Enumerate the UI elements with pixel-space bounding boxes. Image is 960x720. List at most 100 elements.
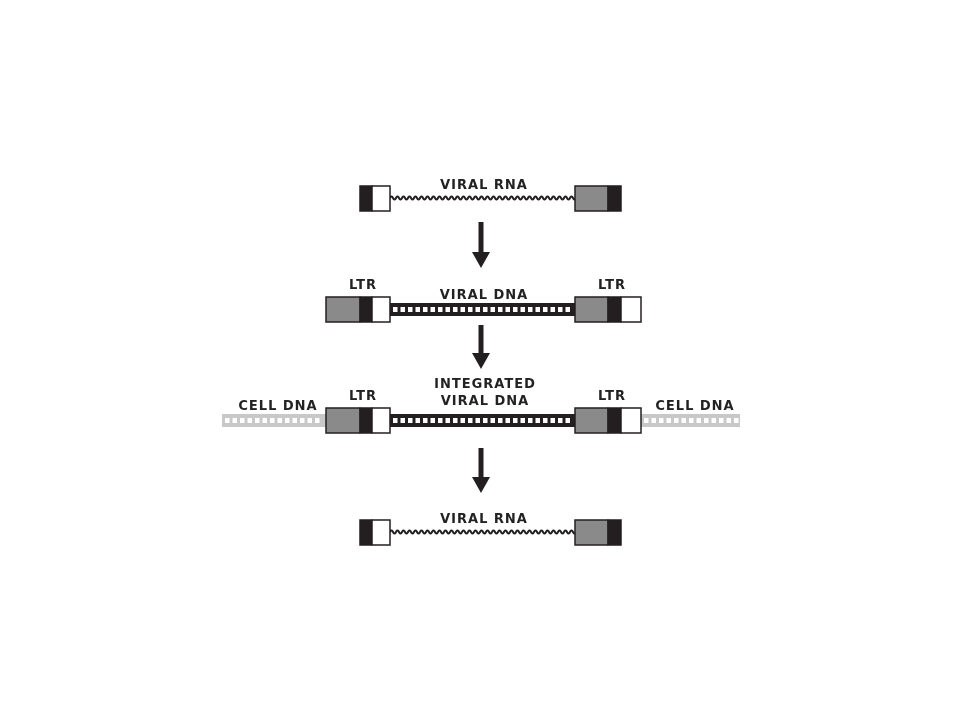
- viral-dna-strand-rung: [430, 418, 435, 423]
- cell-dna-right-strand-rung: [674, 418, 679, 423]
- integrated-label-line1: INTEGRATED: [434, 377, 536, 392]
- viral-dna-strand-rung: [520, 307, 525, 312]
- cell-dna-right-strand-rung: [659, 418, 664, 423]
- cell-dna-left-strand-rung: [247, 418, 252, 423]
- rna-left-u5-region: [371, 519, 391, 546]
- viral-dna-strand-rung: [528, 418, 533, 423]
- cell-dna-left-strand-rung: [225, 418, 230, 423]
- rna-right-u3-region: [574, 519, 609, 546]
- ltr-left-u3: [325, 407, 361, 434]
- ltr-right-u3: [574, 296, 609, 323]
- cell-dna-left-strand-rung: [270, 418, 275, 423]
- cell-dna-left-strand-rung: [307, 418, 312, 423]
- viral-dna-strand-rung: [460, 307, 465, 312]
- viral-dna-strand-rung: [490, 418, 495, 423]
- down-arrow-head: [472, 252, 490, 268]
- cell-dna-label-left: CELL DNA: [238, 399, 317, 414]
- viral-dna-strand-rung: [415, 418, 420, 423]
- ltr-left-u3: [325, 296, 361, 323]
- down-arrow-head: [472, 353, 490, 369]
- viral-dna-strand-rung: [513, 418, 518, 423]
- viral-rna-label-top: VIRAL RNA: [440, 178, 528, 193]
- viral-dna-strand-rung: [423, 418, 428, 423]
- viral-dna-strand-rung: [393, 307, 398, 312]
- ltr-label-left: LTR: [349, 278, 377, 293]
- cell-dna-left-strand-rung: [255, 418, 260, 423]
- ltr-left-u5: [371, 296, 391, 323]
- down-arrow-head: [472, 477, 490, 493]
- viral-dna-strand-rung: [550, 418, 555, 423]
- viral-dna-strand-rung: [468, 307, 473, 312]
- viral-dna-strand-rung: [400, 307, 405, 312]
- cell-dna-right-strand-rung: [666, 418, 671, 423]
- rna-right-r-region: [607, 185, 622, 212]
- viral-dna-strand-rung: [565, 418, 570, 423]
- viral-dna-strand-rung: [535, 418, 540, 423]
- cell-dna-left-strand-rung: [292, 418, 297, 423]
- rna-right-u3-region: [574, 185, 609, 212]
- viral-dna-strand-rung: [483, 418, 488, 423]
- cell-dna-right-strand-rung: [704, 418, 709, 423]
- viral-dna-strand-rung: [453, 307, 458, 312]
- viral-dna-label: VIRAL DNA: [440, 288, 529, 303]
- viral-dna-strand-rung: [438, 418, 443, 423]
- viral-dna-strand-rung: [513, 307, 518, 312]
- ltr-label-left-integrated: LTR: [349, 389, 377, 404]
- viral-dna-strand-rung: [468, 418, 473, 423]
- viral-dna-strand-rung: [565, 307, 570, 312]
- cell-dna-right-strand-rung: [719, 418, 724, 423]
- viral-dna-strand-rung: [550, 307, 555, 312]
- viral-rna-strand: [389, 529, 577, 535]
- ltr-right-u5: [620, 407, 642, 434]
- ltr-right-r: [607, 407, 622, 434]
- viral-rna-strand: [389, 195, 577, 201]
- viral-dna-strand-rung: [460, 418, 465, 423]
- viral-dna-strand-rung: [505, 307, 510, 312]
- viral-dna-strand-rung: [535, 307, 540, 312]
- viral-dna-strand-rung: [558, 418, 563, 423]
- viral-dna-strand-rung: [475, 307, 480, 312]
- cell-dna-left-strand-rung: [315, 418, 320, 423]
- viral-dna-strand-rung: [543, 307, 548, 312]
- viral-dna-strand-rung: [505, 418, 510, 423]
- rna-left-r-region: [359, 185, 373, 212]
- viral-dna-strand-rung: [475, 418, 480, 423]
- viral-dna-strand: [390, 414, 575, 427]
- cell-dna-right-strand-rung: [711, 418, 716, 423]
- viral-dna-strand-rung: [520, 418, 525, 423]
- ltr-right-r: [607, 296, 622, 323]
- ltr-left-r: [359, 407, 373, 434]
- cell-dna-left-strand-rung: [240, 418, 245, 423]
- viral-dna-strand-rung: [498, 418, 503, 423]
- cell-dna-left-strand-rung: [277, 418, 282, 423]
- viral-dna-strand-rung: [415, 307, 420, 312]
- cell-dna-right-strand-rung: [734, 418, 739, 423]
- cell-dna-right-strand-rung: [726, 418, 731, 423]
- cell-dna-left-strand-rung: [285, 418, 290, 423]
- cell-dna-left-strand-rung: [262, 418, 267, 423]
- rna-right-r-region: [607, 519, 622, 546]
- ltr-right-u3: [574, 407, 609, 434]
- ltr-label-right-integrated: LTR: [598, 389, 626, 404]
- viral-dna-strand-rung: [483, 307, 488, 312]
- cell-dna-right-strand-rung: [644, 418, 649, 423]
- viral-dna-strand-rung: [408, 418, 413, 423]
- ltr-label-right: LTR: [598, 278, 626, 293]
- cell-dna-left-strand-rung: [300, 418, 305, 423]
- integrated-label-line2: VIRAL DNA: [441, 394, 530, 409]
- ltr-left-u5: [371, 407, 391, 434]
- viral-dna-strand-rung: [453, 418, 458, 423]
- rna-left-u5-region: [371, 185, 391, 212]
- viral-dna-strand-rung: [430, 307, 435, 312]
- viral-dna-strand-rung: [423, 307, 428, 312]
- ltr-left-r: [359, 296, 373, 323]
- ltr-right-u5: [620, 296, 642, 323]
- viral-dna-strand-rung: [438, 307, 443, 312]
- cell-dna-right-strand-rung: [651, 418, 656, 423]
- viral-dna-strand-rung: [400, 418, 405, 423]
- viral-dna-strand-rung: [445, 418, 450, 423]
- viral-dna-strand-rung: [393, 418, 398, 423]
- cell-dna-right-strand-rung: [689, 418, 694, 423]
- viral-dna-strand-rung: [558, 307, 563, 312]
